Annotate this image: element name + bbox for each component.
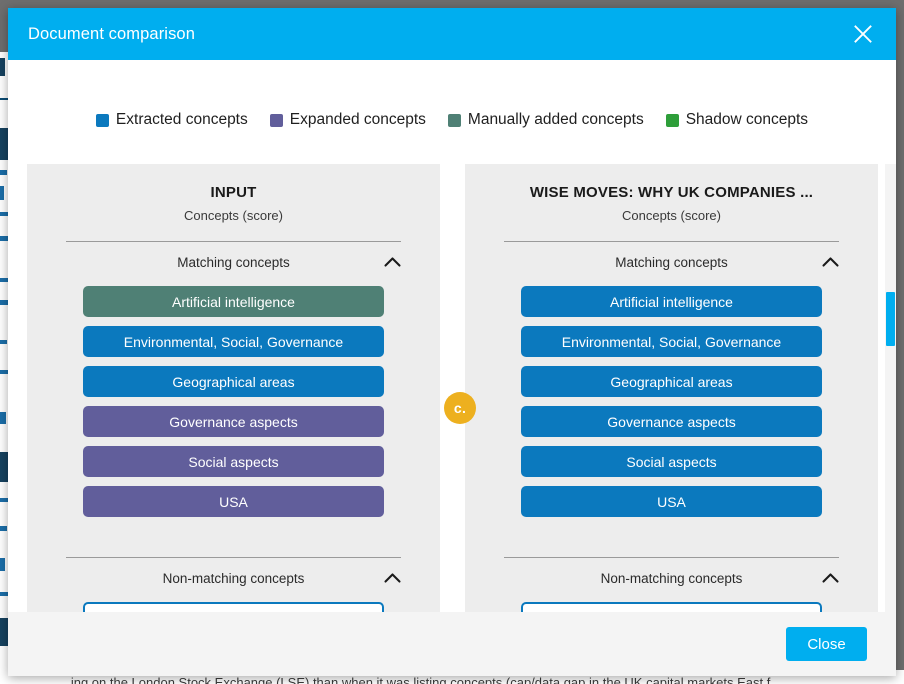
background-fragment <box>0 278 8 282</box>
background-fragment <box>0 370 9 374</box>
concept-chip[interactable]: Environmental, Social, Governance <box>83 326 384 357</box>
background-fragment <box>0 618 8 646</box>
background-fragment <box>0 452 8 482</box>
scrollbar-thumb[interactable] <box>886 292 895 346</box>
document-comparison-dialog: Document comparison Extracted concepts E… <box>8 8 896 676</box>
dialog-footer: Close <box>8 612 896 676</box>
concept-chip[interactable]: USA <box>83 486 384 517</box>
spacer <box>465 517 878 539</box>
divider <box>66 557 401 558</box>
legend-swatch-icon <box>269 113 283 127</box>
background-fragment <box>0 300 9 305</box>
scrollbar-track[interactable] <box>885 164 896 612</box>
section-label: Non-matching concepts <box>162 570 305 586</box>
concept-chip[interactable]: Access to capital <box>521 602 822 612</box>
section-label: Matching concepts <box>615 254 728 270</box>
legend-label: Extracted concepts <box>115 111 248 128</box>
annotation-marker-c: c. <box>444 392 476 424</box>
background-fragment <box>0 212 9 216</box>
comparison-area: INPUT Concepts (score) Matching concepts… <box>27 164 885 612</box>
background-fragment <box>0 526 7 531</box>
panel-separator <box>440 164 465 612</box>
background-fragment <box>0 98 9 100</box>
chevron-up-icon[interactable] <box>822 573 839 584</box>
close-icon[interactable] <box>848 19 878 49</box>
concept-chip[interactable]: Governance aspects <box>521 406 822 437</box>
concept-chip[interactable]: Social aspects <box>521 446 822 477</box>
background-fragment <box>0 592 9 596</box>
section-matching-concepts-right[interactable]: Matching concepts <box>504 242 839 282</box>
dialog-title: Document comparison <box>28 24 195 43</box>
panel-compared-document: WISE MOVES: WHY UK COMPANIES ... Concept… <box>465 164 878 612</box>
background-fragment <box>0 340 7 344</box>
section-matching-concepts-left[interactable]: Matching concepts <box>66 242 401 282</box>
chevron-up-icon[interactable] <box>384 573 401 584</box>
legend-item-expanded: Expanded concepts <box>269 111 426 129</box>
panel-subtitle: Concepts (score) <box>184 208 283 223</box>
legend-swatch-icon <box>665 113 679 127</box>
background-fragment <box>0 412 6 424</box>
background-fragment <box>0 186 4 200</box>
background-fragment <box>0 58 5 76</box>
legend-swatch-icon <box>447 113 461 127</box>
legend-label: Shadow concepts <box>685 111 809 128</box>
matching-concepts-list-right: Artificial intelligence Environmental, S… <box>465 286 878 517</box>
background-fragment <box>0 170 7 175</box>
concept-chip[interactable]: USA <box>521 486 822 517</box>
panel-input: INPUT Concepts (score) Matching concepts… <box>27 164 440 612</box>
legend-label: Expanded concepts <box>289 111 426 128</box>
concept-chip[interactable]: Governance aspects <box>83 406 384 437</box>
section-non-matching-concepts-right[interactable]: Non-matching concepts <box>504 558 839 598</box>
panel-header: WISE MOVES: WHY UK COMPANIES ... Concept… <box>465 180 878 223</box>
background-fragment <box>0 558 5 571</box>
chevron-up-icon[interactable] <box>384 257 401 268</box>
legend: Extracted concepts Expanded concepts Man… <box>8 60 896 146</box>
section-non-matching-concepts-left[interactable]: Non-matching concepts <box>66 558 401 598</box>
spacer <box>27 517 440 539</box>
background-fragment <box>0 498 9 502</box>
dialog-body: Extracted concepts Expanded concepts Man… <box>8 60 896 612</box>
legend-item-manually-added: Manually added concepts <box>447 111 644 129</box>
concept-chip[interactable]: Environmental, Social, Governance <box>521 326 822 357</box>
dialog-header: Document comparison <box>8 8 896 60</box>
panel-header: INPUT Concepts (score) <box>27 180 440 223</box>
concept-chip[interactable]: Social aspects <box>83 446 384 477</box>
close-button[interactable]: Close <box>786 627 867 661</box>
panel-title: INPUT <box>210 184 257 201</box>
concept-chip[interactable]: Artificial intelligence <box>83 286 384 317</box>
background-fragment <box>0 128 8 160</box>
chevron-up-icon[interactable] <box>822 257 839 268</box>
concept-chip[interactable]: Artificial intelligence <box>521 286 822 317</box>
divider <box>504 241 839 242</box>
section-label: Matching concepts <box>177 254 290 270</box>
panel-subtitle: Concepts (score) <box>622 208 721 223</box>
background-left-strip <box>0 52 9 684</box>
concept-chip[interactable]: Geographical areas <box>83 366 384 397</box>
legend-label: Manually added concepts <box>467 111 644 128</box>
concept-chip[interactable]: North America <box>83 602 384 612</box>
divider <box>66 241 401 242</box>
section-label: Non-matching concepts <box>600 570 743 586</box>
legend-item-extracted: Extracted concepts <box>95 111 248 129</box>
non-matching-concepts-list-left: North America <box>27 602 440 612</box>
legend-swatch-icon <box>95 113 109 127</box>
background-fragment <box>0 236 9 241</box>
matching-concepts-list-left: Artificial intelligence Environmental, S… <box>27 286 440 517</box>
concept-chip[interactable]: Geographical areas <box>521 366 822 397</box>
legend-item-shadow: Shadow concepts <box>665 111 809 129</box>
non-matching-concepts-list-right: Access to capital <box>465 602 878 612</box>
panel-title: WISE MOVES: WHY UK COMPANIES ... <box>529 184 814 201</box>
divider <box>504 557 839 558</box>
